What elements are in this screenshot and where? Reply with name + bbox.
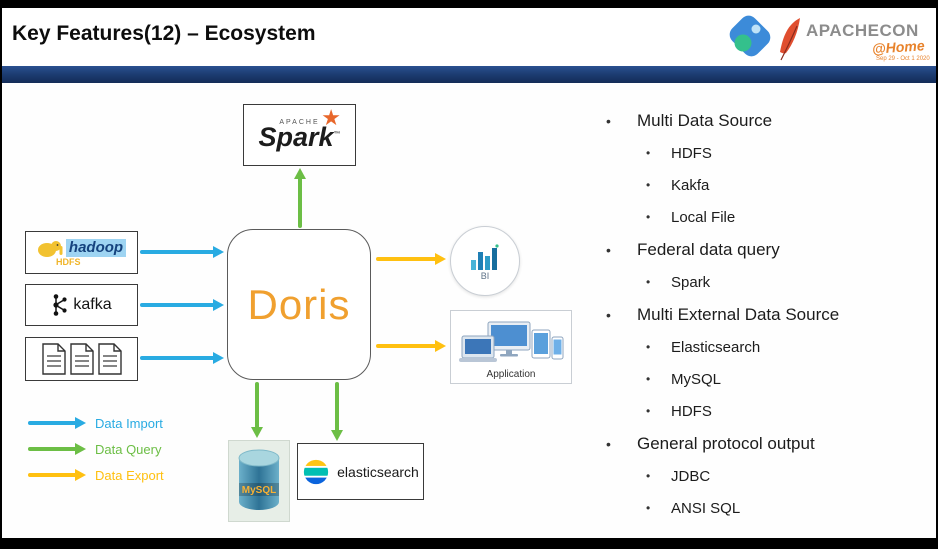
- hadoop-elephant-icon: [37, 241, 63, 257]
- apachecon-at-home: @Home: [871, 37, 926, 57]
- legend-row-data-import: Data Import: [28, 410, 164, 436]
- mysql-node: MySQL: [228, 440, 290, 522]
- legend: Data Import Data Query Data Export: [28, 410, 164, 488]
- spark-wordmark: Spark™: [258, 124, 340, 151]
- kafka-label: kafka: [73, 296, 112, 313]
- local-files-node: [25, 337, 138, 381]
- arrow-doris-to-elasticsearch: [331, 382, 343, 441]
- feature-item: Multi Data Source: [598, 104, 938, 137]
- legend-import-arrow-icon: [28, 417, 86, 429]
- slide: Key Features(12) – Ecosystem APACHECON @…: [2, 8, 936, 538]
- doris-event-logo-icon: [729, 15, 771, 57]
- document-icon: [69, 343, 94, 375]
- elasticsearch-label: elasticsearch: [337, 463, 419, 480]
- document-icon: [97, 343, 122, 375]
- arrow-doris-to-bi: [376, 253, 446, 265]
- page-title: Key Features(12) – Ecosystem: [12, 22, 316, 45]
- feature-item: Federal data query: [598, 233, 938, 266]
- apachecon-logo: APACHECON @Home Sep 29 - Oct 1 2020: [778, 12, 936, 66]
- feature-subitem: Local File: [598, 201, 938, 233]
- feature-item: General protocol output: [598, 427, 938, 460]
- feature-subitem: HDFS: [598, 137, 938, 169]
- legend-import-label: Data Import: [95, 415, 163, 431]
- legend-row-data-query: Data Query: [28, 436, 164, 462]
- mysql-label: MySQL: [242, 485, 276, 496]
- bi-node: BI: [450, 226, 520, 296]
- feature-item: Multi External Data Source: [598, 298, 938, 331]
- hadoop-hdfs-label: HDFS: [56, 257, 81, 267]
- apachecon-wordmark: APACHECON: [806, 21, 919, 40]
- header-accent-bar: [2, 66, 936, 83]
- kafka-node: kafka: [25, 284, 138, 326]
- spark-star-icon: ★: [321, 105, 341, 130]
- legend-query-arrow-icon: [28, 443, 86, 455]
- feature-subitem: JDBC: [598, 460, 938, 492]
- legend-query-label: Data Query: [95, 441, 162, 457]
- apachecon-dates: Sep 29 - Oct 1 2020: [876, 56, 930, 62]
- elasticsearch-node: elasticsearch: [297, 443, 424, 500]
- arrow-doris-to-spark: [294, 168, 306, 228]
- feature-subitem: Spark: [598, 266, 938, 298]
- doris-node: Doris: [227, 229, 371, 380]
- bi-label: BI: [480, 270, 490, 281]
- arrow-hadoop-to-doris: [140, 246, 224, 258]
- legend-row-data-export: Data Export: [28, 462, 164, 488]
- spark-name: Spark: [258, 122, 334, 152]
- application-node: Application: [450, 310, 572, 384]
- spark-apache-label: APACHE: [279, 119, 320, 126]
- doris-label: Doris: [247, 280, 351, 328]
- feature-subitem: Elasticsearch: [598, 331, 938, 363]
- slide-header: Key Features(12) – Ecosystem APACHECON @…: [2, 8, 936, 66]
- spark-tm: ™: [333, 131, 341, 138]
- bar-chart-icon: [471, 243, 499, 270]
- feature-subitem: HDFS: [598, 395, 938, 427]
- document-icon: [41, 343, 66, 375]
- database-cylinder-icon: MySQL: [238, 449, 280, 510]
- arrow-doris-to-mysql: [251, 382, 263, 438]
- arrow-doris-to-application: [376, 340, 446, 352]
- spark-node: APACHE Spark™ ★: [243, 104, 356, 166]
- feature-subitem: Kakfa: [598, 169, 938, 201]
- feature-subitem: MySQL: [598, 363, 938, 395]
- legend-export-arrow-icon: [28, 469, 86, 481]
- kafka-icon: [53, 294, 67, 316]
- devices-icon: [459, 321, 564, 362]
- arrow-kafka-to-doris: [140, 299, 224, 311]
- hadoop-row: hadoop: [37, 238, 127, 258]
- feature-subitem: ANSI SQL: [598, 492, 938, 524]
- hadoop-label: hadoop: [65, 239, 127, 257]
- elasticsearch-icon: [304, 459, 329, 484]
- apache-feather-icon: [780, 18, 800, 61]
- legend-export-label: Data Export: [95, 467, 164, 483]
- arrow-files-to-doris: [140, 352, 224, 364]
- application-label: Application: [486, 369, 536, 380]
- features-list: Multi Data Source HDFS Kakfa Local File …: [598, 104, 938, 524]
- hadoop-node: hadoop HDFS: [25, 231, 138, 274]
